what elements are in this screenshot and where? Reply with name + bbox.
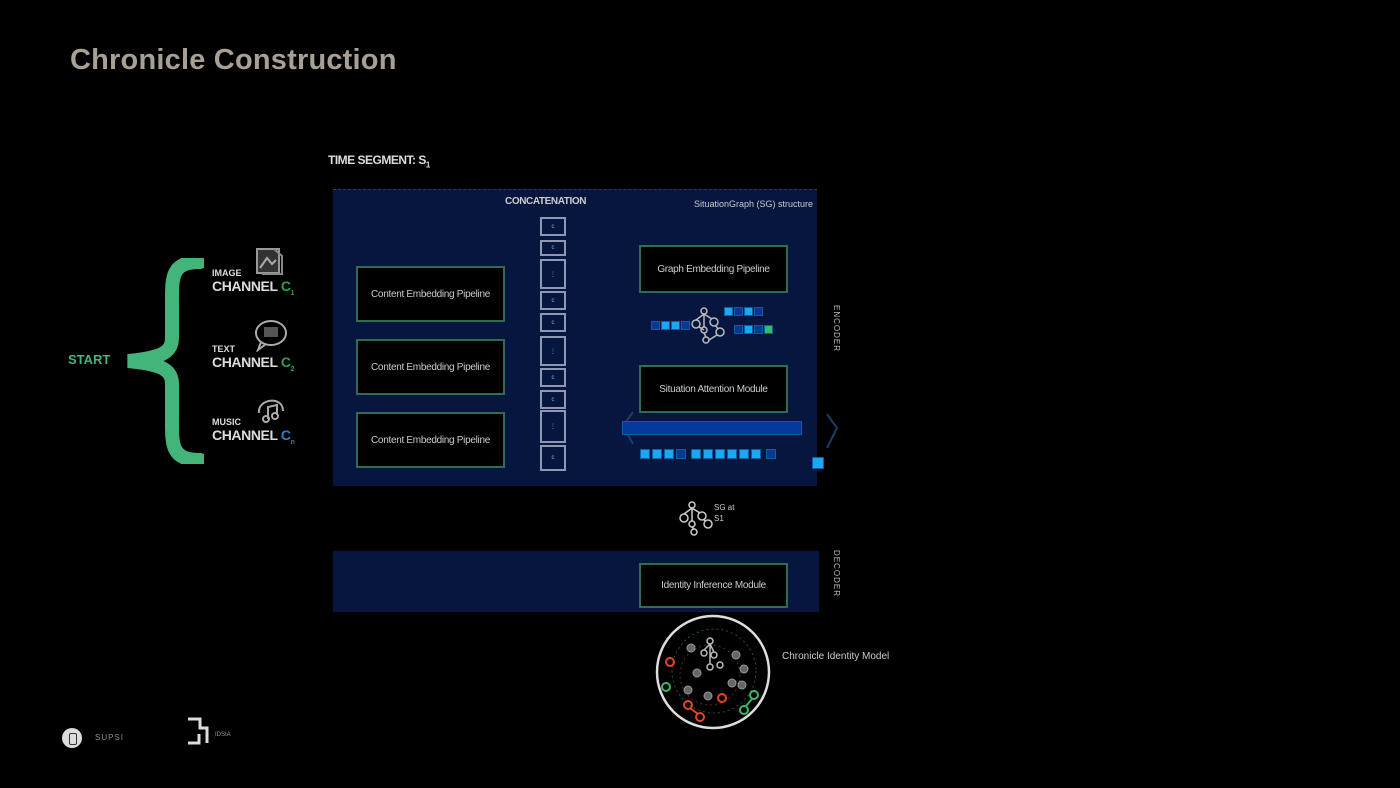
- sg-output-sub: S1: [714, 514, 724, 523]
- content-embedding-pipeline-3: Content Embedding Pipeline: [356, 412, 505, 468]
- music-icon: [257, 399, 284, 423]
- sequence-cell: [691, 449, 701, 459]
- concat-cell: c: [540, 445, 566, 471]
- graph-vector-cell: [744, 307, 753, 316]
- sg-output-text: SG at: [714, 503, 735, 512]
- channel-symbol: C: [280, 278, 291, 294]
- channel-sub: 1: [290, 289, 295, 297]
- sequence-cell: [652, 449, 662, 459]
- graph-vector-cell: [724, 307, 733, 316]
- slide-title: Chronicle Construction: [70, 44, 397, 76]
- sequence-cell: [727, 449, 737, 459]
- graph-vector-cell: [764, 325, 773, 334]
- institute-logo-icon: [188, 717, 209, 745]
- channel-kind: MUSIC: [212, 417, 241, 427]
- sequence-cell: [751, 449, 761, 459]
- concat-cell: c: [540, 217, 566, 236]
- graph-vector-cell: [651, 321, 660, 330]
- identity-model-label: Chronicle Identity Model: [782, 651, 890, 662]
- graph-vector-cell: [734, 307, 743, 316]
- channel-music: MUSIC CHANNEL Cn: [212, 417, 295, 446]
- channel-kind: IMAGE: [212, 268, 242, 278]
- graph-vector-cell: [671, 321, 680, 330]
- channel-symbol: C: [280, 354, 291, 370]
- university-logo-icon: [62, 728, 82, 748]
- channel-sub: 2: [290, 365, 295, 373]
- channel-label: CHANNEL: [212, 427, 278, 443]
- output-cell: [812, 457, 824, 469]
- graph-vector-cell: [734, 325, 743, 334]
- sequence-cell: [766, 449, 776, 459]
- encoder-side-label: ENCODER: [832, 305, 841, 353]
- channel-image: IMAGE CHANNEL C1: [212, 268, 294, 297]
- concatenation-label: CONCATENATION: [505, 196, 587, 207]
- time-segment-label: TIME SEGMENT: S1: [328, 153, 430, 169]
- time-segment-text: TIME SEGMENT: S: [328, 153, 426, 167]
- start-label: START: [68, 352, 111, 367]
- footer-logo-right-text: IDSIA: [215, 732, 231, 738]
- sequence-cell: [703, 449, 713, 459]
- concat-cell: ⋮: [540, 336, 566, 366]
- identity-inference-module: Identity Inference Module: [639, 563, 788, 608]
- curly-brace-icon: [127, 258, 204, 464]
- graph-vector-cell: [744, 325, 753, 334]
- channel-label: CHANNEL: [212, 278, 278, 294]
- chat-bubble-icon: [255, 320, 287, 352]
- graph-vector-cell: [681, 321, 690, 330]
- concat-cell: c: [540, 390, 566, 409]
- graph-vector-cell: [754, 307, 763, 316]
- situation-graph-title: SituationGraph (SG) structure: [694, 199, 814, 209]
- sg-output-label: SG at S1: [714, 502, 734, 524]
- concat-cell: c: [540, 313, 566, 332]
- concat-cell: c: [540, 240, 566, 256]
- sequence-cell: [664, 449, 674, 459]
- concat-cell: c: [540, 291, 566, 310]
- channel-kind: TEXT: [212, 344, 236, 354]
- concat-cell: ⋮: [540, 410, 566, 443]
- sequence-cell: [715, 449, 725, 459]
- channel-symbol: C: [280, 427, 291, 443]
- graph-embedding-pipeline: Graph Embedding Pipeline: [639, 245, 788, 293]
- situation-attention-module: Situation Attention Module: [639, 365, 788, 413]
- graph-icon: [691, 307, 725, 344]
- graph-vector-cell: [661, 321, 670, 330]
- content-embedding-pipeline-2: Content Embedding Pipeline: [356, 339, 505, 395]
- decoder-side-label: DECODER: [832, 550, 841, 598]
- sequence-cell: [676, 449, 686, 459]
- channel-label: CHANNEL: [212, 354, 278, 370]
- attention-bar: [622, 421, 802, 435]
- graph-vector-cell: [754, 325, 763, 334]
- content-embedding-pipeline-1: Content Embedding Pipeline: [356, 266, 505, 322]
- footer-logo-left-text: SUPSI: [95, 733, 125, 742]
- situation-graph-icon: [679, 501, 713, 536]
- sequence-cell: [739, 449, 749, 459]
- image-icon: [256, 248, 283, 275]
- concat-cell: ⋮: [540, 259, 566, 289]
- concat-cell: c: [540, 368, 566, 387]
- channel-sub: n: [290, 438, 295, 446]
- identity-model-icon: [655, 614, 771, 730]
- sequence-cell: [640, 449, 650, 459]
- channel-text: TEXT CHANNEL C2: [212, 344, 294, 373]
- time-segment-sub: 1: [425, 160, 430, 170]
